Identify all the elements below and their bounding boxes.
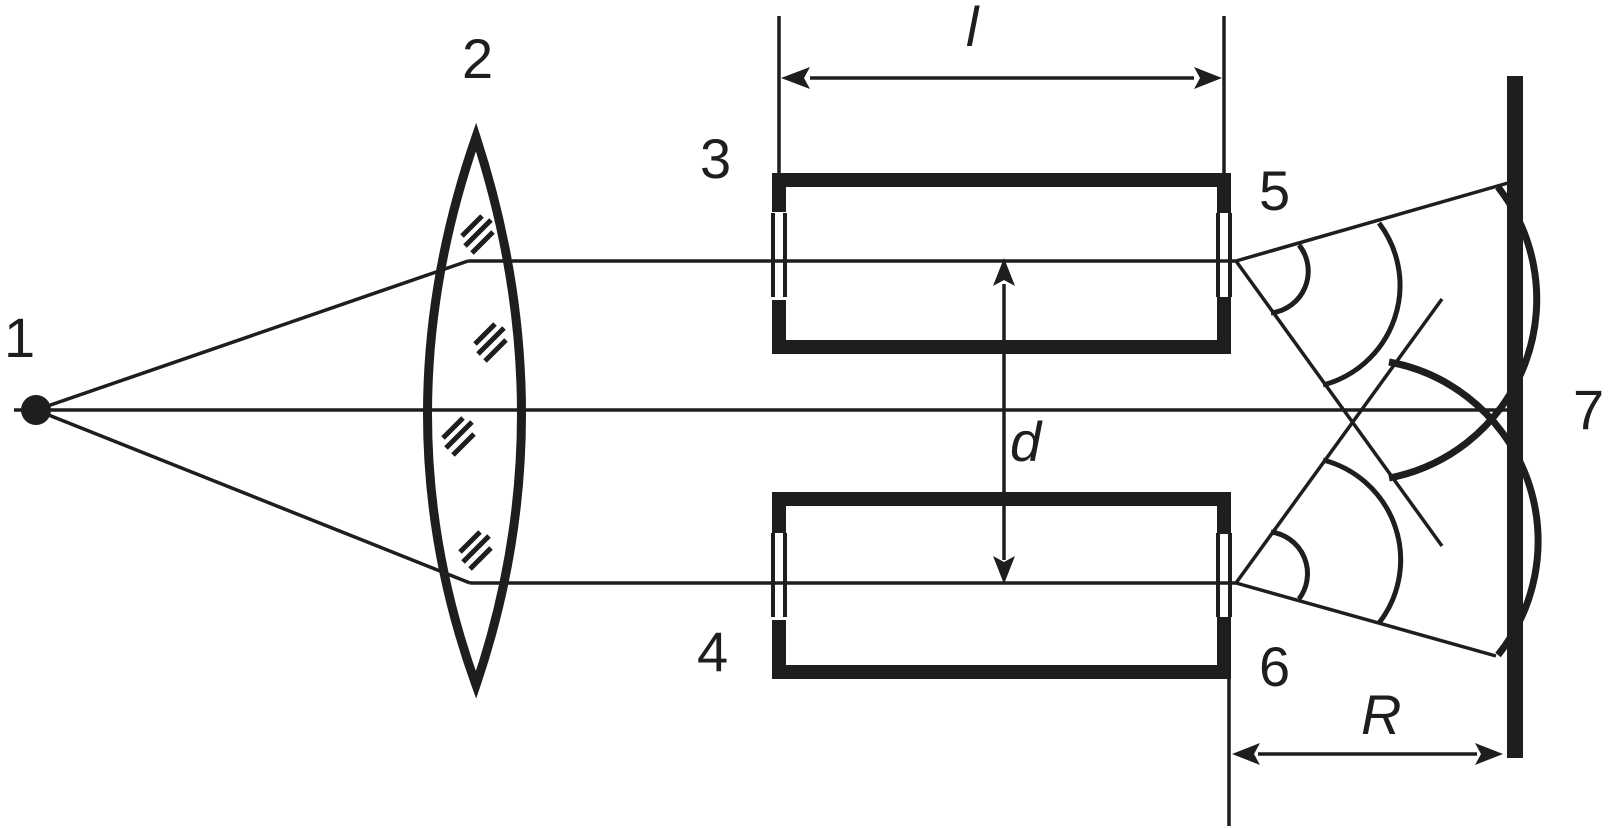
label-cavity-top: 3: [700, 127, 731, 190]
label-exit-top: 5: [1259, 159, 1290, 222]
arrowhead: [1475, 743, 1503, 765]
converging-lens: [423, 122, 526, 699]
label-cavity-bottom: 4: [697, 620, 728, 683]
wavefront-5-medium: [1322, 221, 1403, 388]
wavefront-6-medium: [1322, 457, 1404, 625]
ray-upper-to-lens: [35, 259, 469, 412]
ray-5-lower: [1234, 259, 1444, 548]
arrowhead: [1232, 743, 1260, 765]
wavefront-5-large: [1388, 184, 1541, 482]
cavity-lower-windows: [771, 533, 1232, 617]
ray-lower-to-lens: [35, 408, 471, 585]
cavity-lower: [772, 492, 1231, 679]
label-exit-bottom: 6: [1259, 635, 1290, 698]
label-separation: d: [1010, 410, 1043, 473]
arrowhead: [781, 67, 810, 89]
label-source: 1: [4, 306, 35, 369]
ray-6-upper: [1234, 297, 1444, 585]
cavity-upper: [772, 173, 1231, 354]
label-lens: 2: [462, 27, 493, 90]
cavity-upper-windows: [771, 213, 1232, 297]
lens-hatching: [441, 214, 508, 571]
wavefront-5-small: [1270, 243, 1311, 316]
label-screen: 7: [1573, 378, 1604, 441]
wavefront-6-large: [1388, 358, 1542, 658]
arrowhead: [993, 258, 1015, 286]
ray-6-lower: [1235, 581, 1497, 658]
wavefront-6-small: [1270, 529, 1310, 601]
arrowhead: [1194, 67, 1222, 89]
arrowhead: [993, 556, 1015, 584]
ray-5-upper: [1235, 181, 1509, 263]
label-distance: R: [1361, 683, 1401, 746]
label-length: l: [966, 0, 980, 58]
